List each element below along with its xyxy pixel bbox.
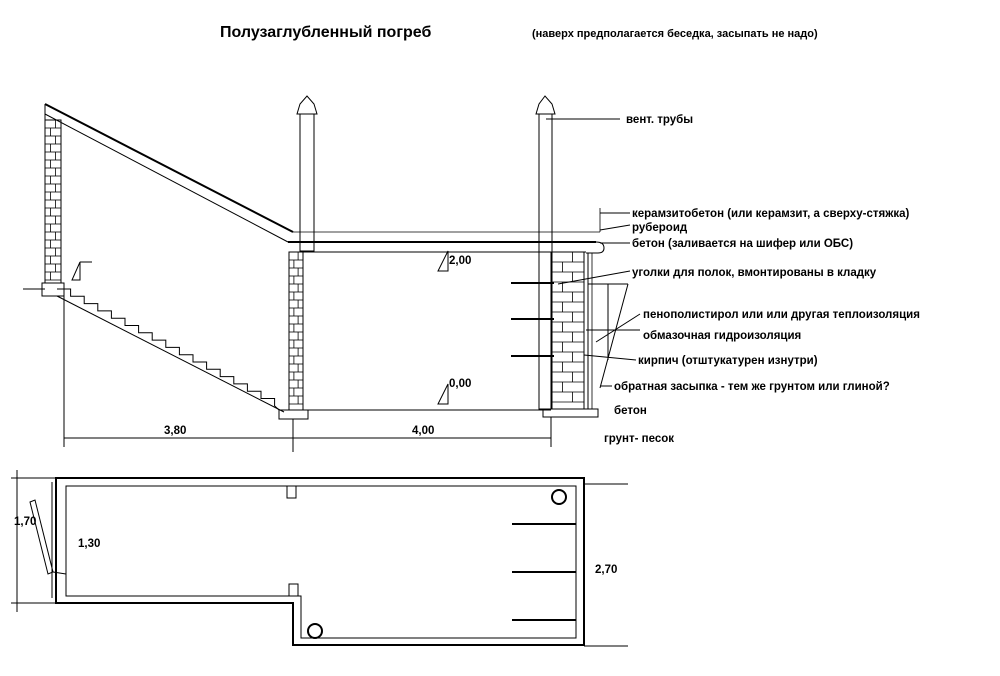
dim-plan-entry-outer: 1,70	[14, 516, 36, 528]
dim-cellar-length: 4,00	[412, 425, 434, 437]
label-grunt: грунт- песок	[604, 433, 674, 445]
label-zasypka: обратная засыпка - тем же грунтом или гл…	[614, 381, 890, 393]
dim-plan-cellar-width: 2,70	[595, 564, 617, 576]
stairs	[56, 288, 285, 413]
vent-pipe-right	[535, 95, 556, 410]
label-vent: вент. трубы	[626, 114, 693, 126]
vent-pipe-left	[296, 95, 318, 252]
level-marker-top: 2,00	[437, 250, 471, 272]
door-symbol	[29, 499, 54, 575]
entry-level-marker	[71, 261, 92, 281]
cellar-left-wall	[278, 251, 309, 420]
annotations: вент. трубы керамзитобетон (или керамзит…	[604, 114, 920, 445]
leader-lines	[546, 118, 641, 389]
level-top-text: 2,00	[449, 255, 471, 267]
cellar-right-wall	[542, 251, 599, 418]
section-view: 2,00 0,00 3,80 4,00	[23, 95, 641, 452]
label-penopolistirol: пенополистирол или или другая теплоизоля…	[643, 309, 920, 321]
label-obmazochnaya: обмазочная гидроизоляция	[643, 330, 801, 342]
drawing-title: Полузаглубленный погреб	[220, 24, 431, 41]
plan-view: 1,70 1,30 2,70	[11, 470, 628, 647]
roof-slab	[288, 208, 605, 254]
stair-roof	[44, 103, 294, 243]
label-ugolki: уголки для полок, вмонтированы в кладку	[632, 267, 877, 279]
level-marker-bottom: 0,00	[437, 378, 471, 405]
dim-plan-entry-inner: 1,30	[78, 538, 100, 550]
label-beton-bottom: бетон	[614, 405, 647, 417]
drawing-subtitle: (наверх предполагается беседка, засыпать…	[532, 28, 818, 40]
entry-wall	[41, 119, 65, 297]
section-dimensions: 3,80 4,00	[63, 296, 552, 452]
level-bottom-text: 0,00	[449, 378, 471, 390]
label-ruberoid: рубероид	[632, 222, 688, 234]
plan-shelf-angles	[512, 523, 576, 621]
shelf-angles	[511, 282, 554, 357]
vent-pipe-plan-left	[307, 623, 323, 639]
label-keramzitobeton: керамзитобетон (или керамзит, а сверху-с…	[632, 208, 910, 220]
dim-stair-length: 3,80	[164, 425, 186, 437]
label-kirpich: кирпич (отштукатурен изнутри)	[638, 355, 818, 367]
vent-pipe-plan-right	[551, 489, 567, 505]
label-beton-top: бетон (заливается на шифер или ОБС)	[632, 238, 853, 250]
